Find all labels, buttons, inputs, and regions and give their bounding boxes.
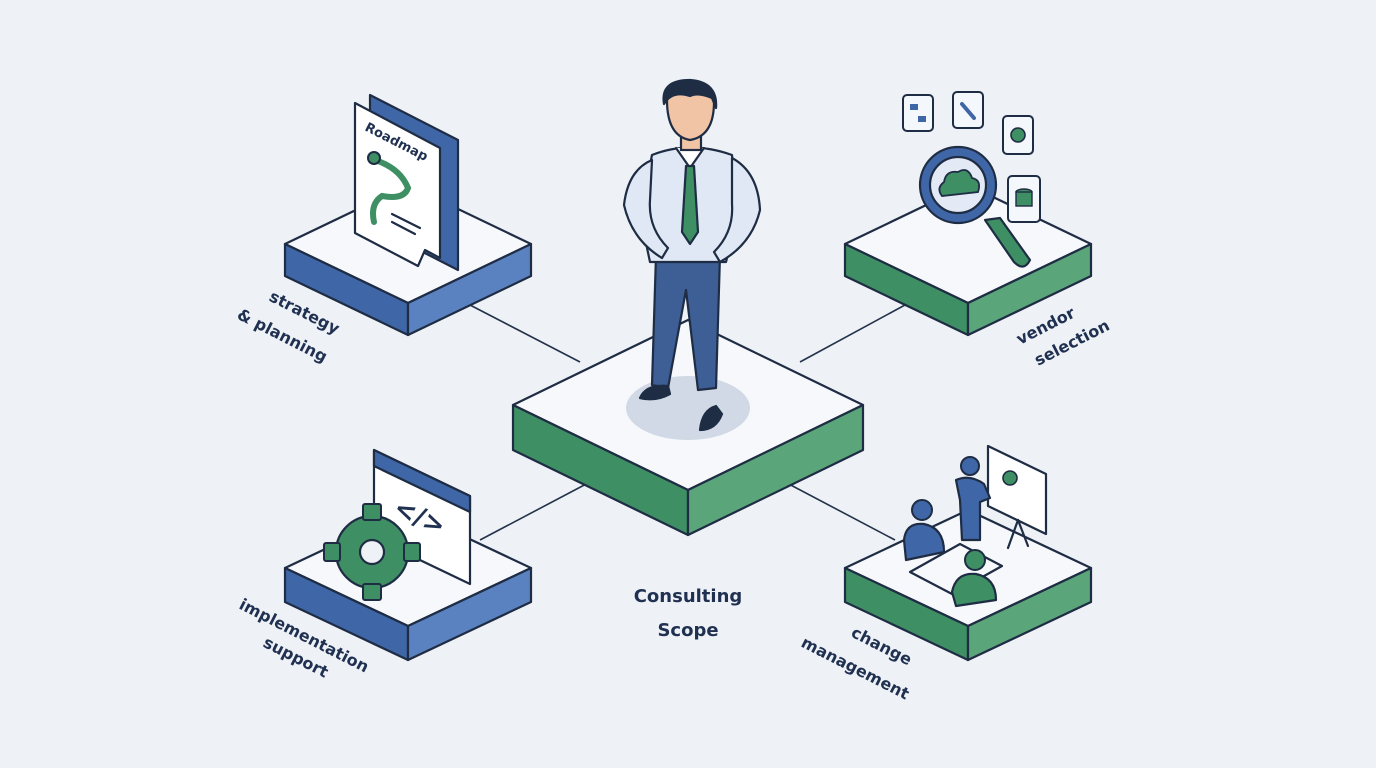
center-platform — [511, 318, 865, 537]
connector-change — [784, 481, 896, 541]
consultant-person-icon — [622, 78, 762, 432]
center-title-line1: Consulting — [634, 586, 743, 607]
team-presentation-icon — [902, 444, 1048, 608]
connector-strategy — [469, 304, 581, 363]
gear-code-window-icon: </> — [323, 448, 472, 601]
gear-icon — [323, 503, 421, 601]
vendor-tool-icons — [902, 91, 1041, 223]
center-title-line2: Scope — [657, 620, 718, 641]
roadmap-document-icon: Roadmap — [353, 93, 460, 272]
connector-vendor — [799, 304, 906, 363]
connectors — [469, 304, 906, 541]
connector-implementation — [479, 481, 591, 541]
magnifier-cloud-icon — [902, 91, 1041, 268]
